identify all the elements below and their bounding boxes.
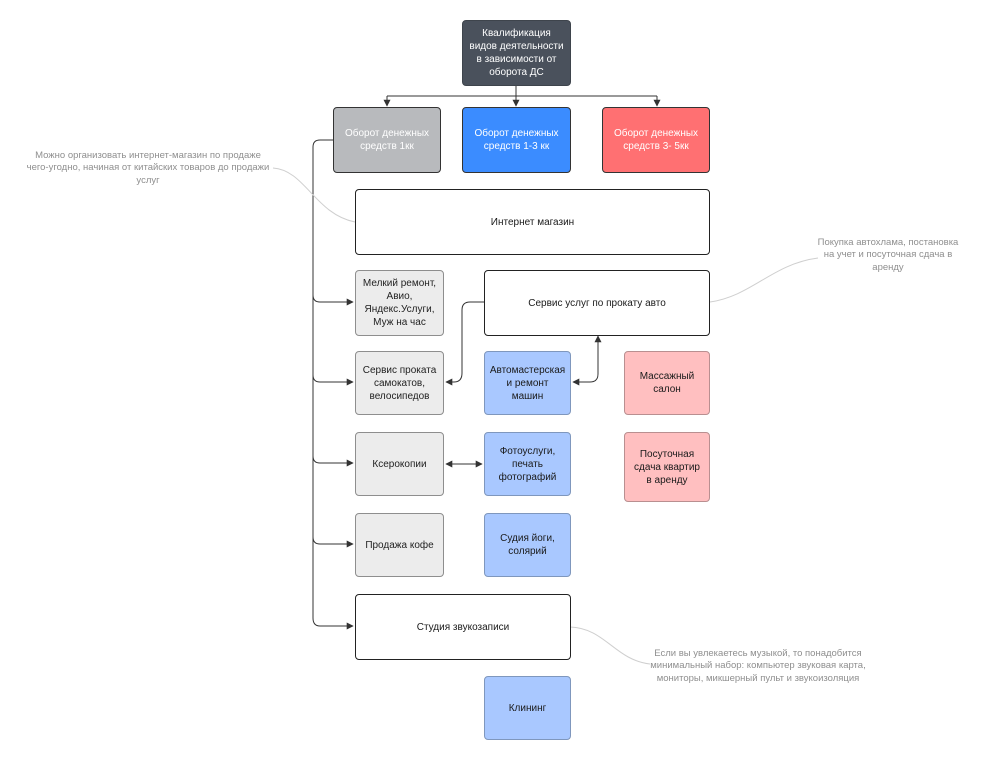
note-internet-shop: Можно организовать интернет-магазин по п… — [26, 150, 270, 186]
node-scooter-rental: Сервис проката самокатов, велосипедов — [355, 351, 444, 415]
note-car-rental: Покупка автохлама, постановка на учет и … — [817, 237, 959, 273]
node-massage-salon: Массажный салон — [624, 351, 710, 415]
arrow-tier1-coffee — [312, 536, 354, 548]
node-xerox: Ксерокопии — [355, 432, 444, 496]
node-recording-studio: Студия звукозаписи — [355, 594, 571, 660]
node-internet-shop: Интернет магазин — [355, 189, 710, 255]
node-coffee-sales: Продажа кофе — [355, 513, 444, 577]
note-line-car — [709, 257, 819, 303]
note-line-studio — [569, 626, 651, 665]
note-line-shop — [272, 167, 356, 223]
node-yoga-solarium: Судия йоги, солярий — [484, 513, 571, 577]
node-car-rental: Сервис услуг по прокату авто — [484, 270, 710, 336]
node-cleaning: Клининг — [484, 676, 571, 740]
connector-tier1-trunk — [312, 139, 333, 618]
arrow-tier1-xerox — [312, 455, 354, 467]
tier-3-5kk-node: Оборот денежных средств 3- 5кк — [602, 107, 710, 173]
tier-1-3kk-node: Оборот денежных средств 1-3 кк — [462, 107, 571, 173]
note-recording-studio: Если вы увлекаетесь музыкой, то понадоби… — [650, 648, 866, 684]
arrow-tier1-studio — [312, 617, 354, 630]
tier-1kk-node: Оборот денежных средств 1кк — [333, 107, 441, 173]
arrow-tier1-scooter — [312, 374, 354, 386]
node-auto-repair: Автомастерская и ремонт машин — [484, 351, 571, 415]
connector-root-tiers — [387, 86, 657, 97]
node-daily-rent: Посуточная сдача квартир в аренду — [624, 432, 710, 502]
root-node: Квалификация видов деятельности в зависи… — [462, 20, 571, 86]
arrow-tier1-repair — [312, 294, 354, 306]
node-small-repair: Мелкий ремонт, Авио, Яндекс.Услуги, Муж … — [355, 270, 444, 336]
node-photo-services: Фотоуслуги, печать фотографий — [484, 432, 571, 496]
arrow-car-scooter — [445, 301, 484, 386]
arrow-car-autorepair — [572, 335, 602, 386]
